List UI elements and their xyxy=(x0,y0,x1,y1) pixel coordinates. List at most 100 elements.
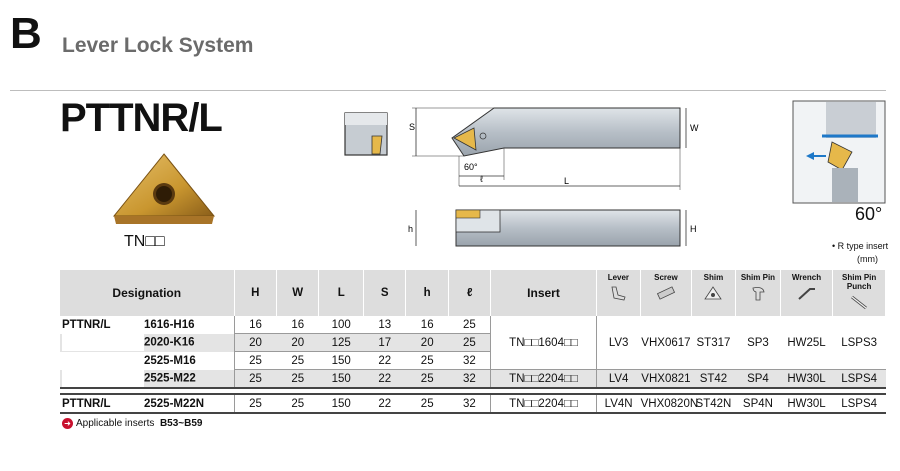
cell-W: 20 xyxy=(276,333,319,352)
table-row: 2525-M22 25 25 150 22 25 32 TN□□2204□□ L… xyxy=(60,369,886,389)
section-title: Lever Lock System xyxy=(62,34,254,57)
footer-pages: B53~B59 xyxy=(159,418,203,429)
dim-H-label: H xyxy=(690,224,697,234)
end-view-drawing xyxy=(344,112,388,156)
header-h: h xyxy=(405,270,449,316)
dim-h-label: h xyxy=(408,224,413,234)
dim-w-label: W xyxy=(690,123,699,133)
cell-ell: 25 xyxy=(448,333,491,352)
cell-L: 150 xyxy=(318,394,364,414)
cell-W: 25 xyxy=(276,394,319,414)
cell-S: 22 xyxy=(363,351,406,370)
cell-wrench: HW25L xyxy=(780,316,833,370)
cell-W: 25 xyxy=(276,369,319,389)
cell-L: 150 xyxy=(318,351,364,370)
cell-lever: LV4N xyxy=(595,394,641,414)
cell-h: 16 xyxy=(405,316,449,334)
model-cell: 1616-H16 xyxy=(144,318,195,331)
cell-H: 25 xyxy=(233,369,277,389)
header-H: H xyxy=(234,270,277,316)
cell-wrench: HW30L xyxy=(780,369,833,389)
model-cell: 2525-M22 xyxy=(144,372,196,385)
cell-screw: VHX0617 xyxy=(640,316,692,370)
cell-L: 150 xyxy=(318,369,364,389)
header-L: L xyxy=(318,270,364,316)
header-screw: Screw xyxy=(640,270,692,316)
cell-ell: 25 xyxy=(448,316,491,334)
arrow-right-icon: ➜ xyxy=(62,417,73,429)
cell-h: 25 xyxy=(405,369,449,389)
cell-punch: LSPS4 xyxy=(832,394,886,414)
cell-W: 16 xyxy=(276,316,319,334)
cell-h: 20 xyxy=(405,333,449,352)
cell-S: 17 xyxy=(363,333,406,352)
spec-table: Designation H W L S h ℓ Insert Lever Scr… xyxy=(60,270,886,414)
cell-H: 25 xyxy=(233,351,277,370)
lever-mechanism-drawing xyxy=(792,100,886,204)
top-divider xyxy=(10,90,886,91)
cell-S: 13 xyxy=(363,316,406,334)
insert-image xyxy=(112,153,216,224)
screw-icon xyxy=(656,286,675,300)
model-cell: 2020-K16 xyxy=(144,336,195,349)
cell-ell: 32 xyxy=(448,369,491,389)
family-cell: 2020-K16 xyxy=(60,333,234,352)
shim-pin-icon xyxy=(752,287,765,301)
cell-shim-pin: SP4N xyxy=(735,394,781,414)
cell-ell: 32 xyxy=(448,351,491,370)
cell-ell: 32 xyxy=(448,394,491,414)
header-shim: Shim xyxy=(691,270,737,316)
cell-wrench: HW30L xyxy=(780,394,833,414)
header-insert: Insert xyxy=(490,270,597,316)
unit-note: (mm) xyxy=(857,254,878,264)
footer-text: Applicable inserts xyxy=(76,418,155,429)
product-code: PTTNR/L xyxy=(60,96,223,140)
header-S: S xyxy=(363,270,407,316)
header-shim-pin: Shim Pin xyxy=(735,270,781,316)
cell-H: 25 xyxy=(233,394,277,414)
model-cell: 2525-M16 xyxy=(144,354,196,367)
cell-S: 22 xyxy=(363,369,406,389)
dim-ell-label: ℓ xyxy=(480,174,484,184)
cell-insert: TN□□1604□□ xyxy=(490,316,597,370)
section-letter: B xyxy=(10,9,42,58)
cell-lever: LV3 xyxy=(595,316,641,370)
dim-s-label: S xyxy=(409,122,415,132)
header-wrench: Wrench xyxy=(780,270,834,316)
top-view-drawing: S W L ℓ 60° xyxy=(409,107,699,190)
cell-h: 25 xyxy=(405,351,449,370)
cell-shim-pin: SP4 xyxy=(735,369,781,389)
family-cell: 2525-M22 xyxy=(60,369,234,389)
table-row: 2020-K16 20 20 125 17 20 25 xyxy=(60,333,886,352)
header-W: W xyxy=(276,270,320,316)
cell-H: 20 xyxy=(233,333,277,352)
cell-h: 25 xyxy=(405,394,449,414)
cell-punch: LSPS4 xyxy=(832,369,886,389)
cell-L: 100 xyxy=(318,316,364,334)
cell-shim-pin: SP3 xyxy=(735,316,781,370)
header-ell: ℓ xyxy=(448,270,492,316)
cell-L: 125 xyxy=(318,333,364,352)
cell-W: 25 xyxy=(276,351,319,370)
dim-l-label: L xyxy=(564,176,569,186)
shim-icon xyxy=(704,286,723,300)
r-type-note: • R type insert xyxy=(832,241,889,251)
header-lever: Lever xyxy=(596,270,642,316)
cell-lever: LV4 xyxy=(595,369,641,389)
cell-S: 22 xyxy=(363,394,406,414)
model-cell: 2525-M22N xyxy=(144,397,205,410)
header-designation: Designation xyxy=(60,270,235,316)
cell-screw: VHX0821 xyxy=(640,369,692,389)
cell-shim: ST317 xyxy=(691,316,736,370)
cell-punch: LSPS3 xyxy=(832,316,886,370)
header-shim-pin-punch: Shim Pin Punch xyxy=(832,270,886,316)
cell-H: 16 xyxy=(233,316,277,334)
punch-icon xyxy=(851,295,868,310)
insert-angle-label: 60° xyxy=(855,204,883,224)
applicable-inserts-link[interactable]: ➜Applicable inserts B53~B59 xyxy=(62,417,202,431)
cell-insert: TN□□2204□□ xyxy=(490,394,597,414)
side-view-drawing: h H xyxy=(408,209,697,247)
